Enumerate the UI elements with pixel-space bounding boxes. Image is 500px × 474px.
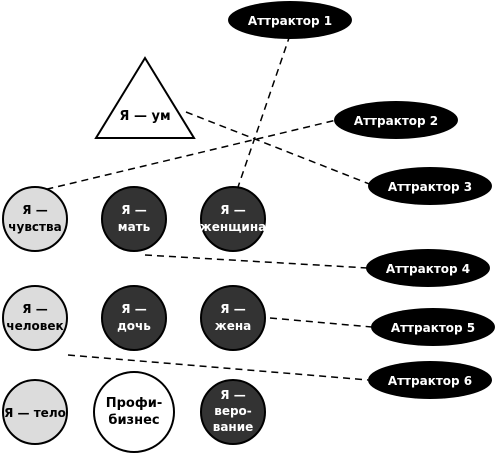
connector-attractor-4 — [144, 254, 369, 269]
mind-triangle — [94, 56, 196, 139]
circle-belief-line3: вание — [213, 420, 254, 434]
connector-attractor-1 — [236, 34, 291, 191]
circle-body-line1: Я — тело — [4, 406, 66, 420]
circle-woman-line1: Я — — [220, 203, 245, 217]
circle-feelings: Я — чувства — [2, 186, 68, 252]
attractor-1-label: Аттрактор 1 — [248, 14, 332, 28]
circle-woman-line2: женщина — [200, 220, 266, 234]
attractor-2-label: Аттрактор 2 — [354, 114, 438, 128]
circle-wife: Я — жена — [200, 285, 266, 351]
connector-attractor-3 — [185, 111, 373, 186]
attractor-5-label: Аттрактор 5 — [391, 321, 475, 335]
connector-attractor-2 — [34, 117, 346, 193]
circle-profi-business: Профи- бизнес — [93, 371, 175, 453]
circle-human: Я — человек — [2, 285, 68, 351]
attractor-6: Аттрактор 6 — [368, 361, 492, 399]
circle-body: Я — тело — [2, 379, 68, 445]
circle-daughter-line2: дочь — [117, 319, 151, 333]
circle-woman: Я — женщина — [200, 186, 266, 252]
circle-belief-line1: Я — — [220, 388, 245, 402]
circle-profi-business-line1: Профи- — [106, 396, 163, 411]
circle-mother: Я — мать — [101, 186, 167, 252]
attractor-4-label: Аттрактор 4 — [386, 262, 470, 276]
circle-feelings-line1: Я — — [22, 203, 47, 217]
mind-triangle-label: Я — ум — [119, 109, 170, 124]
circle-belief-line2: веро- — [214, 404, 252, 418]
circle-mother-line1: Я — — [121, 203, 146, 217]
circle-wife-line1: Я — — [220, 302, 245, 316]
circle-daughter: Я — дочь — [101, 285, 167, 351]
attractor-2: Аттрактор 2 — [334, 101, 458, 139]
attractor-3: Аттрактор 3 — [368, 167, 492, 205]
circle-daughter-line1: Я — — [121, 302, 146, 316]
attractor-3-label: Аттрактор 3 — [388, 180, 472, 194]
attractor-5: Аттрактор 5 — [371, 308, 495, 346]
circle-wife-line2: жена — [215, 319, 251, 333]
circle-belief: Я — веро- вание — [200, 379, 266, 445]
circle-human-line2: человек — [6, 319, 63, 333]
circle-feelings-line2: чувства — [8, 220, 61, 234]
connector-attractor-6 — [67, 354, 369, 381]
circle-human-line1: Я — — [22, 302, 47, 316]
attractor-1: Аттрактор 1 — [228, 1, 352, 39]
connector-attractor-5 — [269, 317, 373, 328]
circle-mother-line2: мать — [118, 220, 151, 234]
circle-profi-business-line2: бизнес — [108, 413, 159, 428]
attractor-4: Аттрактор 4 — [366, 249, 490, 287]
attractor-6-label: Аттрактор 6 — [388, 374, 472, 388]
